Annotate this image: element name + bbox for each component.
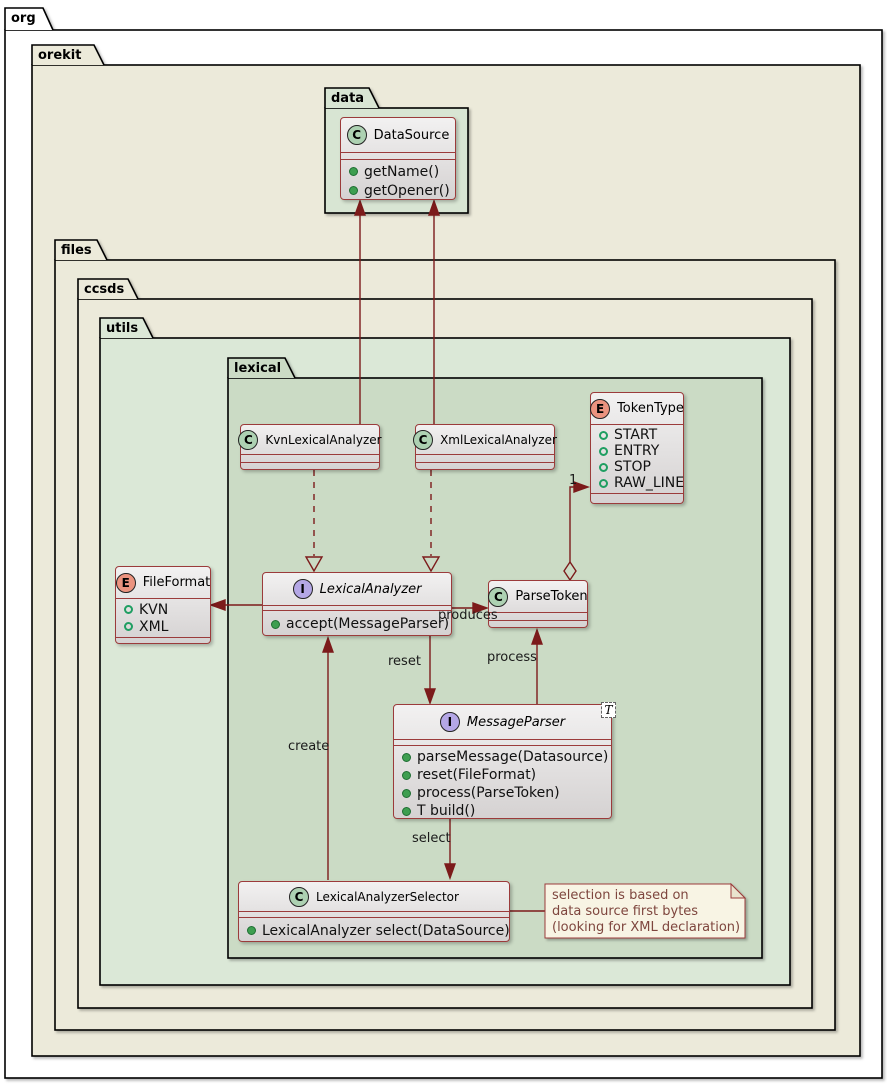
class-member: getName(): [341, 162, 455, 181]
edge-label-process: process: [487, 650, 537, 665]
method-visibility-icon: [402, 752, 411, 762]
package-label-files: files: [61, 243, 92, 258]
edge-label-produces: produces: [438, 608, 498, 623]
interface-spot-icon: I: [439, 712, 460, 732]
edge-parsetoken-aggregates-tokentype: [563, 481, 591, 582]
edge-lexicalanalyzer-produces-parsetoken: [452, 602, 490, 614]
class-member: process(ParseToken): [394, 784, 611, 802]
interface-spot-icon: I: [292, 579, 313, 599]
method-visibility-icon: [402, 770, 411, 780]
edge-reset: [424, 636, 436, 706]
method-visibility-icon: [402, 806, 411, 816]
note: selection is based on data source first …: [552, 888, 740, 936]
edge-kvn-realizes-lexicalanalyzer: [304, 470, 324, 573]
field-visibility-icon: [599, 462, 608, 472]
interface-name: MessageParser: [466, 714, 566, 730]
class-kvnlexicalanalyzer: C KvnLexicalAnalyzer: [238, 424, 382, 470]
note-shape: [544, 882, 747, 939]
class-spot-icon: C: [488, 586, 509, 607]
package-label-data: data: [331, 91, 365, 106]
class-datasource: C DataSource getName() getOpener(): [340, 117, 456, 200]
edge-create: [322, 635, 334, 880]
enum-spot-icon: E: [590, 398, 611, 419]
package-label-ccsds: ccsds: [84, 282, 125, 297]
class-xmllexicalanalyzer: C XmlLexicalAnalyzer: [413, 424, 557, 470]
class-parsetoken: C ParseToken: [488, 580, 588, 628]
edge-xml-to-datasource: [428, 198, 440, 424]
enum-tokentype: E TokenType START ENTRY STOP RAW_LINE: [590, 392, 684, 504]
method-visibility-icon: [349, 167, 358, 176]
enum-value: ENTRY: [591, 443, 683, 459]
note-line: data source first bytes: [552, 904, 699, 919]
edge-process: [531, 627, 543, 704]
interface-lexicalanalyzer: I LexicalAnalyzer accept(MessageParser): [262, 572, 452, 636]
interface-messageparser: I MessageParser parseMessage(Datasource)…: [393, 704, 612, 819]
enum-name: TokenType: [617, 401, 684, 416]
method-visibility-icon: [402, 788, 411, 798]
enum-name: FileFormat: [142, 575, 211, 590]
package-label-lexical: lexical: [234, 361, 282, 376]
note-line: (looking for XML declaration): [552, 920, 741, 935]
class-member: LexicalAnalyzer select(DataSource): [239, 920, 510, 941]
edge-kvn-to-datasource: [354, 198, 366, 424]
enum-value: START: [591, 427, 683, 443]
enum-fileformat: E FileFormat KVN XML: [115, 566, 211, 644]
class-spot-icon: C: [289, 886, 310, 907]
package-label-orekit: orekit: [38, 48, 82, 63]
class-name: LexicalAnalyzerSelector: [316, 889, 459, 904]
enum-value: KVN: [116, 601, 210, 618]
edge-label-reset: reset: [388, 654, 421, 669]
class-member: reset(FileFormat): [394, 766, 611, 784]
field-visibility-icon: [599, 478, 608, 488]
enum-value: RAW_LINE: [591, 475, 684, 491]
class-member: T build(): [394, 802, 611, 820]
method-visibility-icon: [271, 619, 280, 629]
edge-select: [444, 819, 456, 881]
field-visibility-icon: [599, 430, 608, 440]
class-lexicalanalyzerselector: C LexicalAnalyzerSelector LexicalAnalyze…: [238, 881, 510, 942]
interface-name: LexicalAnalyzer: [319, 581, 422, 597]
class-member: getOpener(): [341, 181, 455, 200]
enum-spot-icon: E: [115, 572, 136, 593]
note-line: selection is based on: [552, 888, 689, 903]
class-spot-icon: C: [238, 429, 259, 450]
class-member: parseMessage(Datasource): [394, 748, 611, 766]
field-visibility-icon: [124, 622, 133, 631]
generic-type-badge: T: [601, 702, 616, 718]
field-visibility-icon: [599, 446, 608, 456]
class-member: accept(MessageParser): [263, 613, 451, 635]
method-visibility-icon: [349, 186, 358, 195]
edge-label-multiplicity: 1: [569, 473, 578, 488]
enum-value: STOP: [591, 459, 683, 475]
package-label-utils: utils: [106, 321, 139, 336]
class-name: KvnLexicalAnalyzer: [265, 432, 382, 447]
class-spot-icon: C: [413, 429, 434, 450]
package-label-org: org: [11, 11, 36, 26]
class-spot-icon: C: [346, 125, 367, 145]
edge-lexicalanalyzer-to-fileformat: [208, 599, 262, 611]
enum-value: XML: [116, 618, 210, 635]
field-visibility-icon: [124, 605, 133, 614]
class-name: DataSource: [373, 127, 450, 143]
edge-label-select: select: [412, 831, 451, 846]
edge-xml-realizes-lexicalanalyzer: [421, 470, 441, 573]
class-name: XmlLexicalAnalyzer: [440, 432, 557, 447]
class-name: ParseToken: [515, 589, 588, 604]
edge-label-create: create: [288, 739, 330, 754]
method-visibility-icon: [247, 926, 256, 935]
